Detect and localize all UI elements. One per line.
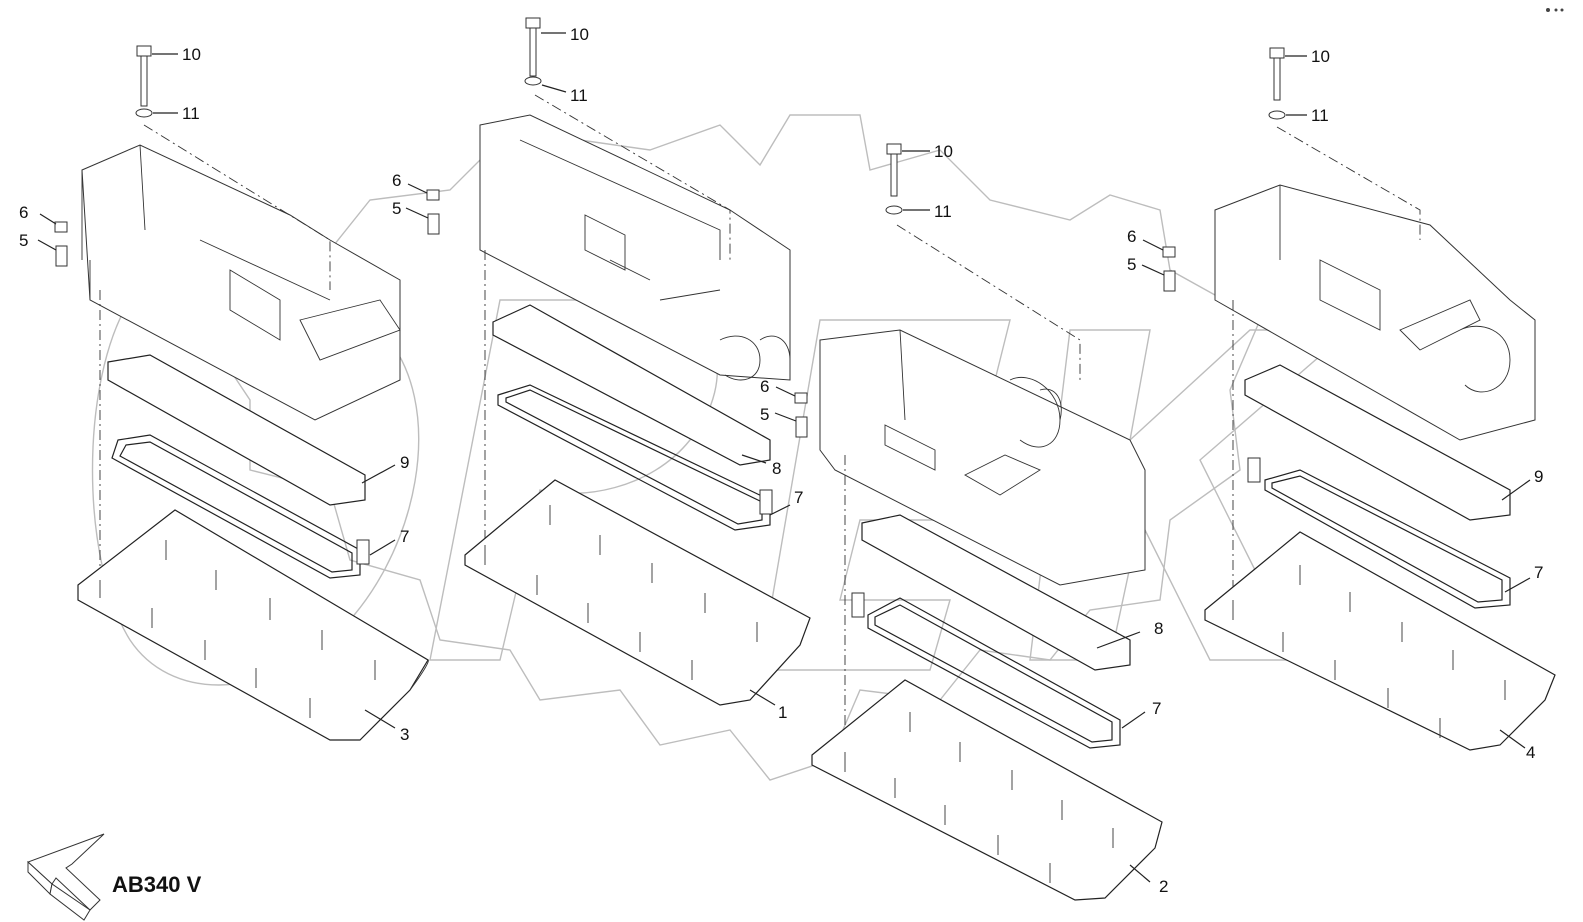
callout-4: 4 <box>1526 743 1535 762</box>
corner-logo <box>1546 8 1564 12</box>
bolt-icon <box>1269 47 1285 101</box>
callout-6: 6 <box>19 203 28 222</box>
callout-3: 3 <box>400 725 409 744</box>
spacer-icon <box>55 245 68 267</box>
callout-7: 7 <box>400 527 409 546</box>
assembly-left <box>37 45 429 741</box>
callout-5: 5 <box>392 199 401 218</box>
direction-arrow-icon <box>27 833 105 921</box>
bolt-icon <box>886 143 902 197</box>
nut-icon <box>794 392 808 404</box>
callout-9: 9 <box>1534 467 1543 486</box>
callout-9: 9 <box>400 453 409 472</box>
callout-11: 11 <box>182 104 200 123</box>
washer-icon <box>135 108 153 118</box>
callout-7: 7 <box>1534 563 1543 582</box>
spacer-icon <box>1163 270 1176 292</box>
callout-2: 2 <box>1159 877 1168 896</box>
heater-element-icon <box>759 489 773 515</box>
nut-icon <box>426 189 440 201</box>
callout-8: 8 <box>1154 619 1163 638</box>
spacer-icon <box>427 213 440 235</box>
callout-1: 1 <box>778 703 787 722</box>
nut-icon <box>1162 246 1176 258</box>
callout-11: 11 <box>1311 106 1329 125</box>
callout-10: 10 <box>1311 47 1330 66</box>
assembly-middle <box>774 143 1163 901</box>
assembly-center <box>405 17 811 706</box>
callout-11: 11 <box>570 86 588 105</box>
callout-10: 10 <box>934 142 953 161</box>
heater-element-icon <box>1247 457 1261 483</box>
callout-5: 5 <box>19 231 28 250</box>
callout-7: 7 <box>794 488 803 507</box>
heater-element-icon <box>356 539 370 565</box>
callout-6: 6 <box>1127 227 1136 246</box>
callout-11: 11 <box>934 202 952 221</box>
callout-8: 8 <box>772 459 781 478</box>
callout-5: 5 <box>1127 255 1136 274</box>
nut-icon <box>54 221 68 233</box>
bolt-icon <box>136 45 152 107</box>
callout-10: 10 <box>570 25 589 44</box>
model-label: AB340 V <box>112 872 202 897</box>
bolt-icon <box>525 17 541 77</box>
callout-6: 6 <box>760 377 769 396</box>
heater-element-icon <box>851 592 865 618</box>
callout-labels: 10 11 6 5 9 7 3 10 11 6 5 8 7 1 10 11 6 … <box>19 25 1543 896</box>
callout-6: 6 <box>392 171 401 190</box>
callout-10: 10 <box>182 45 201 64</box>
washer-icon <box>524 76 542 86</box>
callout-7: 7 <box>1152 699 1161 718</box>
washer-icon <box>1268 110 1286 120</box>
assembly-right <box>1141 47 1556 751</box>
washer-icon <box>885 205 903 215</box>
callout-5: 5 <box>760 405 769 424</box>
spacer-icon <box>795 416 808 438</box>
